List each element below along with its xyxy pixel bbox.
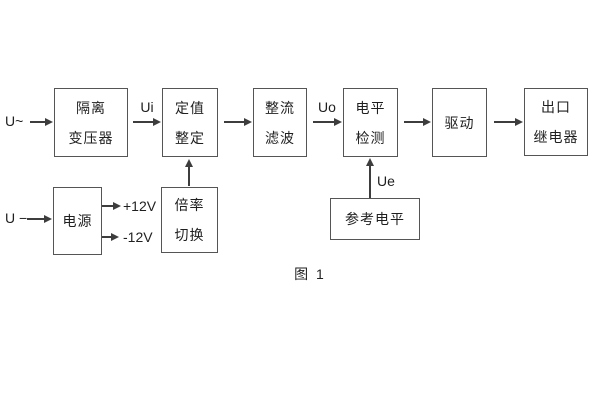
arrow-setting-to-rectifier <box>224 118 252 125</box>
block-output-relay-line1: 出口 <box>541 99 571 115</box>
signal-ue-label: Ue <box>377 173 395 189</box>
signal-uo-label: Uo <box>318 99 336 115</box>
figure-caption: 图 1 <box>294 266 326 282</box>
block-driver-line1: 驱动 <box>444 114 475 131</box>
arrow-detector-to-driver <box>404 118 431 125</box>
block-reference-level-line1: 参考电平 <box>345 211 405 227</box>
signal-plus12v-label: +12V <box>123 198 157 214</box>
signal-ui-label: Ui <box>140 99 154 115</box>
block-rectifier-filter-line2: 滤波 <box>265 129 295 146</box>
input-ac-label: U~ <box>5 113 24 129</box>
block-ratio-switch-line2: 切换 <box>174 227 205 243</box>
arrow-power-plus12v <box>102 202 121 209</box>
block-output-relay-line2: 继电器 <box>533 129 579 145</box>
arrow-dc-input-to-power <box>27 215 52 222</box>
block-isolation-transformer-line1: 隔离 <box>76 99 106 116</box>
input-dc-label: U − <box>5 210 28 226</box>
block-rectifier-filter-line1: 整流 <box>265 99 295 116</box>
block-isolation-transformer-line2: 变压器 <box>68 129 114 146</box>
block-power-supply: 电源 <box>53 187 102 255</box>
block-setting-adjust-line1: 定值 <box>175 99 205 116</box>
block-ratio-switch: 倍率 切换 <box>161 187 218 253</box>
block-output-relay: 出口 继电器 <box>524 88 588 156</box>
block-level-detector-line2: 检测 <box>355 129 386 146</box>
block-power-supply-line1: 电源 <box>62 213 93 229</box>
arrow-ac-input-to-transformer <box>30 118 53 125</box>
arrow-driver-to-relay <box>494 118 523 125</box>
arrow-rectifier-to-detector <box>313 118 342 125</box>
block-reference-level: 参考电平 <box>330 198 420 240</box>
block-level-detector: 电平 检测 <box>343 88 398 157</box>
block-setting-adjust-line2: 整定 <box>175 129 205 146</box>
block-driver: 驱动 <box>432 88 487 157</box>
block-ratio-switch-line1: 倍率 <box>174 197 205 213</box>
block-rectifier-filter: 整流 滤波 <box>253 88 307 157</box>
arrow-reference-to-detector <box>366 158 373 198</box>
arrow-ratio-to-setting <box>185 159 192 186</box>
block-setting-adjust: 定值 整定 <box>162 88 218 157</box>
block-isolation-transformer: 隔离 变压器 <box>54 88 128 157</box>
block-level-detector-line1: 电平 <box>355 99 386 116</box>
arrow-power-minus12v <box>102 233 119 240</box>
arrow-transformer-to-setting <box>133 118 161 125</box>
signal-minus12v-label: -12V <box>123 229 153 245</box>
